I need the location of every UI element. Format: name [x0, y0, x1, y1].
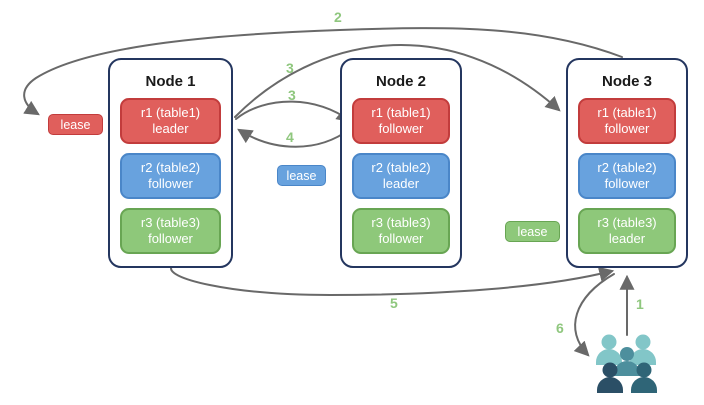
replica-role: leader: [382, 176, 420, 191]
step-label-3b: 3: [288, 87, 296, 103]
replica-r3-table3: r3 (table3) follower: [120, 208, 221, 254]
node-box-3: Node 3 r1 (table1) follower r2 (table2) …: [566, 58, 688, 268]
node-box-1: Node 1 r1 (table1) leader r2 (table2) fo…: [108, 58, 233, 268]
arrow-4: [237, 128, 351, 148]
step-label-5: 5: [390, 295, 398, 311]
step-label-3a: 3: [286, 60, 294, 76]
replica-name: r2 (table2): [140, 160, 201, 175]
replica-name: r3 (table3): [140, 215, 201, 230]
step-label-1: 1: [636, 296, 644, 312]
replica-name: r3 (table3): [597, 215, 657, 230]
arrow-5: [170, 265, 615, 297]
replica-name: r2 (table2): [371, 160, 431, 175]
replica-role: follower: [378, 231, 424, 246]
replica-role: follower: [604, 121, 650, 136]
step-label-6: 6: [556, 320, 564, 336]
replica-r1-table1: r1 (table1) follower: [578, 98, 676, 144]
replica-r2-table2: r2 (table2) leader: [352, 153, 450, 199]
node-box-2: Node 2 r1 (table1) follower r2 (table2) …: [340, 58, 462, 268]
replica-role: leader: [152, 121, 189, 136]
replica-r2-table2: r2 (table2) follower: [120, 153, 221, 199]
step-label-2: 2: [334, 9, 342, 25]
replica-name: r2 (table2): [597, 160, 657, 175]
node-title: Node 1: [145, 73, 196, 90]
replica-role: follower: [604, 176, 650, 191]
replica-name: r3 (table3): [371, 215, 431, 230]
node-title: Node 3: [601, 73, 652, 90]
lease-badge-table3: lease: [505, 221, 560, 242]
replica-role: leader: [608, 231, 646, 246]
replica-r1-table1: r1 (table1) leader: [120, 98, 221, 144]
arrow-3b: [235, 100, 352, 123]
replica-role: follower: [148, 176, 193, 191]
replica-name: r1 (table1): [371, 105, 431, 120]
users-group-icon: [596, 334, 657, 393]
replica-r2-table2: r2 (table2) follower: [578, 153, 676, 199]
replica-r1-table1: r1 (table1) follower: [352, 98, 450, 144]
step-label-4: 4: [286, 129, 294, 145]
lease-badge-table2: lease: [277, 165, 326, 186]
replica-role: follower: [148, 231, 193, 246]
replica-role: follower: [378, 121, 424, 136]
replica-name: r1 (table1): [140, 105, 201, 120]
replica-r3-table3: r3 (table3) leader: [578, 208, 676, 254]
replica-r3-table3: r3 (table3) follower: [352, 208, 450, 254]
node-title: Node 2: [375, 73, 426, 90]
lease-badge-table1: lease: [48, 114, 103, 135]
replica-name: r1 (table1): [597, 105, 657, 120]
